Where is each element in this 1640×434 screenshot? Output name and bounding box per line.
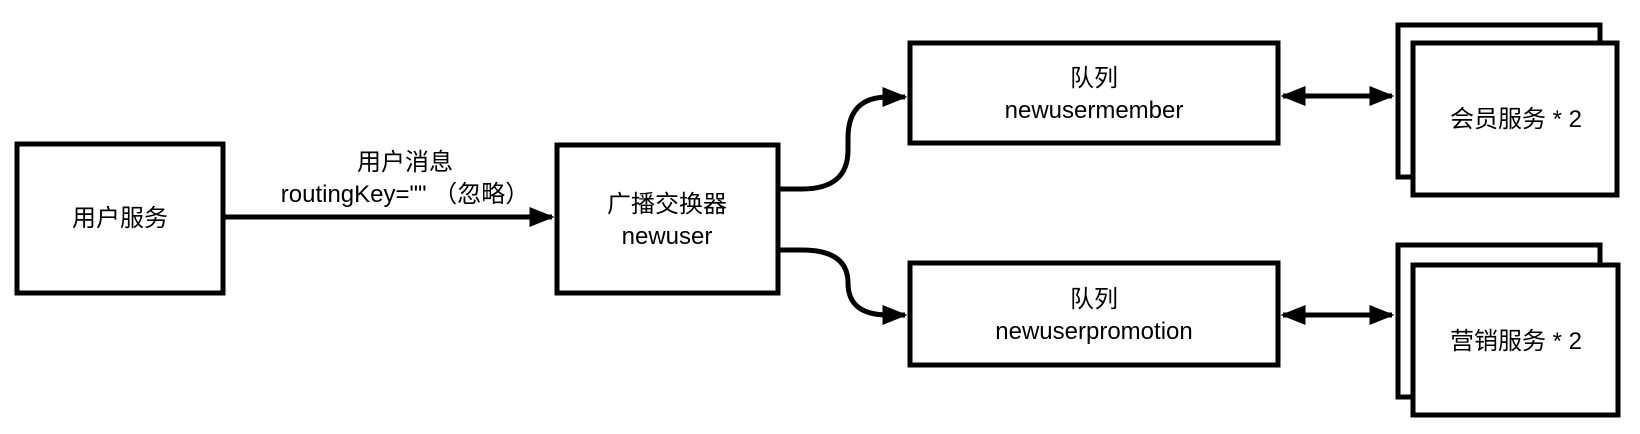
queue-member-box: [907, 40, 1281, 146]
queue-member-title: 队列: [1070, 65, 1118, 92]
edge-label-line1: 用户消息: [357, 149, 453, 176]
user-service-box: [14, 141, 226, 296]
exchange-name: newuser: [622, 223, 713, 250]
member-service-label: 会员服务 * 2: [1450, 106, 1582, 133]
member-service-box: [1410, 40, 1620, 198]
edge-exchange-to-queue-promotion: [778, 247, 908, 325]
user-service-label: 用户服务: [72, 205, 168, 232]
queue-promotion-name: newuserpromotion: [995, 318, 1192, 345]
queue-promotion-box: [907, 260, 1281, 368]
exchange-box: [554, 142, 781, 296]
queue-member-name: newusermember: [1005, 97, 1184, 124]
exchange-title: 广播交换器: [607, 191, 727, 218]
promotion-service-label: 营销服务 * 2: [1450, 328, 1582, 355]
edge-label-line2: routingKey="" （忽略）: [281, 181, 529, 208]
edge-exchange-to-queue-member: [778, 87, 908, 192]
queue-promotion-title: 队列: [1070, 286, 1118, 313]
promotion-service-box: [1410, 262, 1621, 418]
